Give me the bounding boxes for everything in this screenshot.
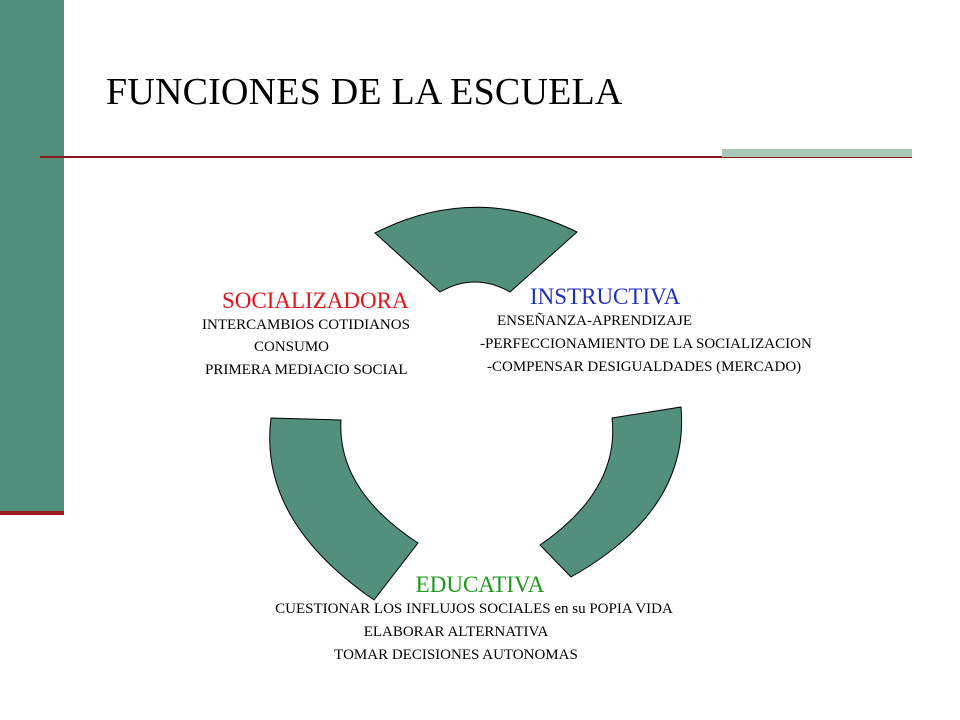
slide-title: FUNCIONES DE LA ESCUELA <box>106 71 623 113</box>
instructiva-line: -PERFECCIONAMIENTO DE LA SOCIALIZACION <box>480 336 812 352</box>
title-accent-bar <box>722 149 912 157</box>
socializadora-heading: SOCIALIZADORA <box>222 288 409 313</box>
instructiva-line: -COMPENSAR DESIGUALDADES (MERCADO) <box>487 359 802 375</box>
socializadora-label: SOCIALIZADORA INTERCAMBIOS COTIDIANOS CO… <box>200 288 470 383</box>
instructiva-label: INSTRUCTIVA ENSEÑANZA-APRENDIZAJE -PERFE… <box>480 284 900 379</box>
cycle-segment-left <box>269 417 419 601</box>
educativa-line: TOMAR DECISIONES AUTONOMAS <box>334 647 578 663</box>
educativa-label: EDUCATIVA CUESTIONAR LOS INFLUJOS SOCIAL… <box>200 572 760 667</box>
instructiva-heading: INSTRUCTIVA <box>530 284 681 309</box>
educativa-line: ELABORAR ALTERNATIVA <box>363 624 549 640</box>
socializadora-line: PRIMERA MEDIACIO SOCIAL <box>205 362 408 378</box>
educativa-heading: EDUCATIVA <box>415 572 545 597</box>
socializadora-line: INTERCAMBIOS COTIDIANOS <box>202 317 410 333</box>
title-divider <box>40 156 912 158</box>
educativa-line: CUESTIONAR LOS INFLUJOS SOCIALES en su P… <box>275 601 673 617</box>
instructiva-line: ENSEÑANZA-APRENDIZAJE <box>497 313 692 329</box>
socializadora-line: CONSUMO <box>254 339 330 355</box>
cycle-segment-top <box>374 206 578 293</box>
sidebar-accent <box>0 0 64 511</box>
cycle-segment-right <box>539 406 683 578</box>
sidebar-accent-base <box>0 511 64 515</box>
